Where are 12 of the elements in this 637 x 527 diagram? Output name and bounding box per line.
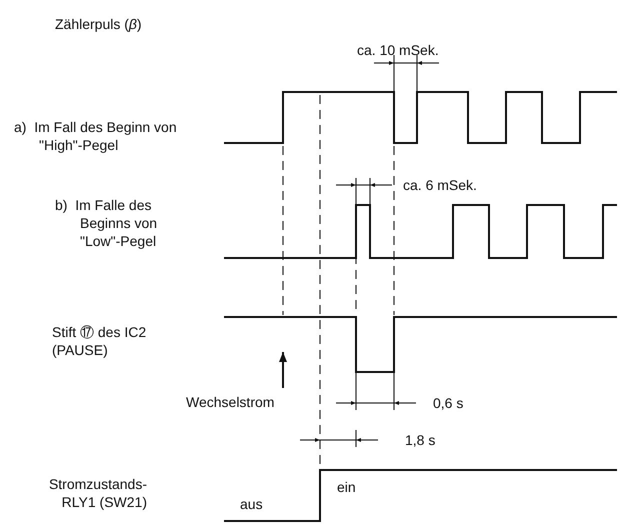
- signal-label: a) Im Fall des Beginn von "High"-Pegel: [14, 118, 178, 154]
- signal-label: Stromzustands- RLY1 (SW21): [48, 475, 147, 511]
- state-label: ein: [337, 478, 356, 496]
- dimension-label: ca. 6 mSek.: [403, 176, 477, 194]
- signal-label: Stift ⑰ des IC2 (PAUSE): [51, 323, 147, 359]
- signal-label: b) Im Falle des Beginns von "Low"-Pegel: [55, 196, 158, 250]
- dimension-label: ca. 10 mSek.: [357, 41, 439, 59]
- event-label: Wechselstrom: [186, 393, 274, 411]
- signal-label: Zählerpuls (β): [55, 15, 142, 33]
- dimension-label: 0,6 s: [433, 394, 464, 412]
- dimension-label: 1,8 s: [405, 431, 436, 449]
- state-label: aus: [240, 495, 263, 513]
